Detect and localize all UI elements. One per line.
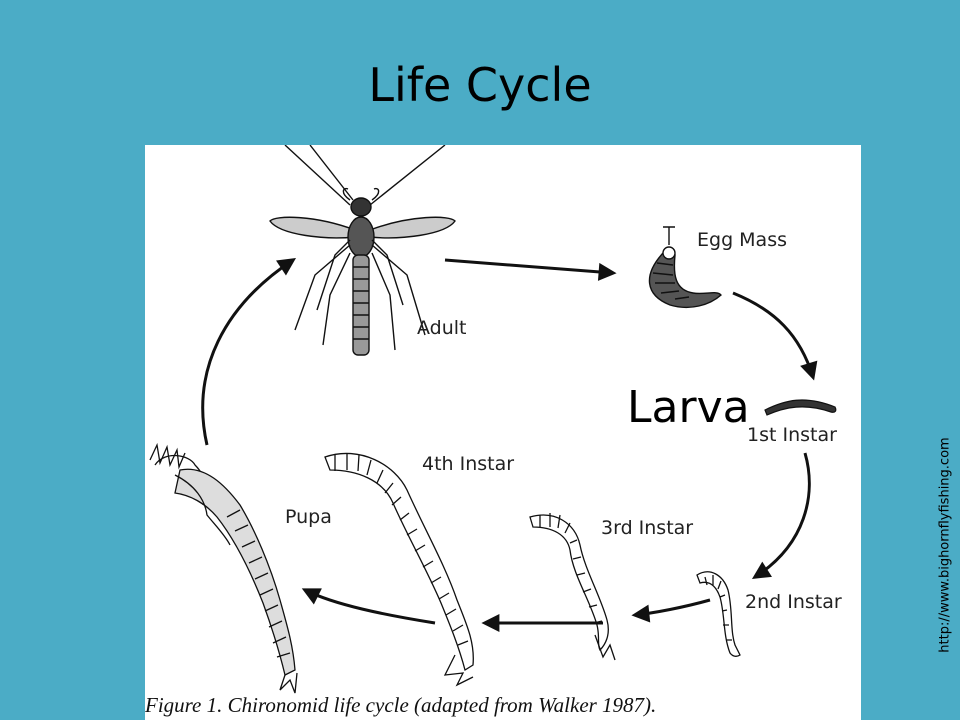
third-instar-illustration [529,513,616,661]
cycle-arrows [201,258,818,632]
label-first-instar: 1st Instar [747,424,837,446]
life-cycle-figure: Adult Egg Mass 1st Instar 2nd Instar 3rd… [145,145,861,720]
slide-title: Life Cycle [368,58,592,112]
label-third-instar: 3rd Instar [601,517,694,539]
pupa-illustration [149,442,298,694]
label-second-instar: 2nd Instar [745,591,842,613]
second-instar-illustration [696,571,741,657]
fourth-instar-illustration [324,452,474,687]
label-fourth-instar: 4th Instar [422,453,515,475]
label-egg-mass: Egg Mass [697,229,787,251]
figure-caption: Figure 1. Chironomid life cycle (adapted… [145,693,657,717]
life-cycle-diagram [149,145,837,694]
egg-mass-illustration [648,226,722,309]
larva-label: Larva [627,382,750,433]
label-adult: Adult [417,317,467,339]
source-url: http://www.bighornflyfishing.com [937,437,953,653]
label-pupa: Pupa [285,506,332,528]
adult-midge-illustration [269,145,456,356]
first-instar-illustration [764,399,837,416]
